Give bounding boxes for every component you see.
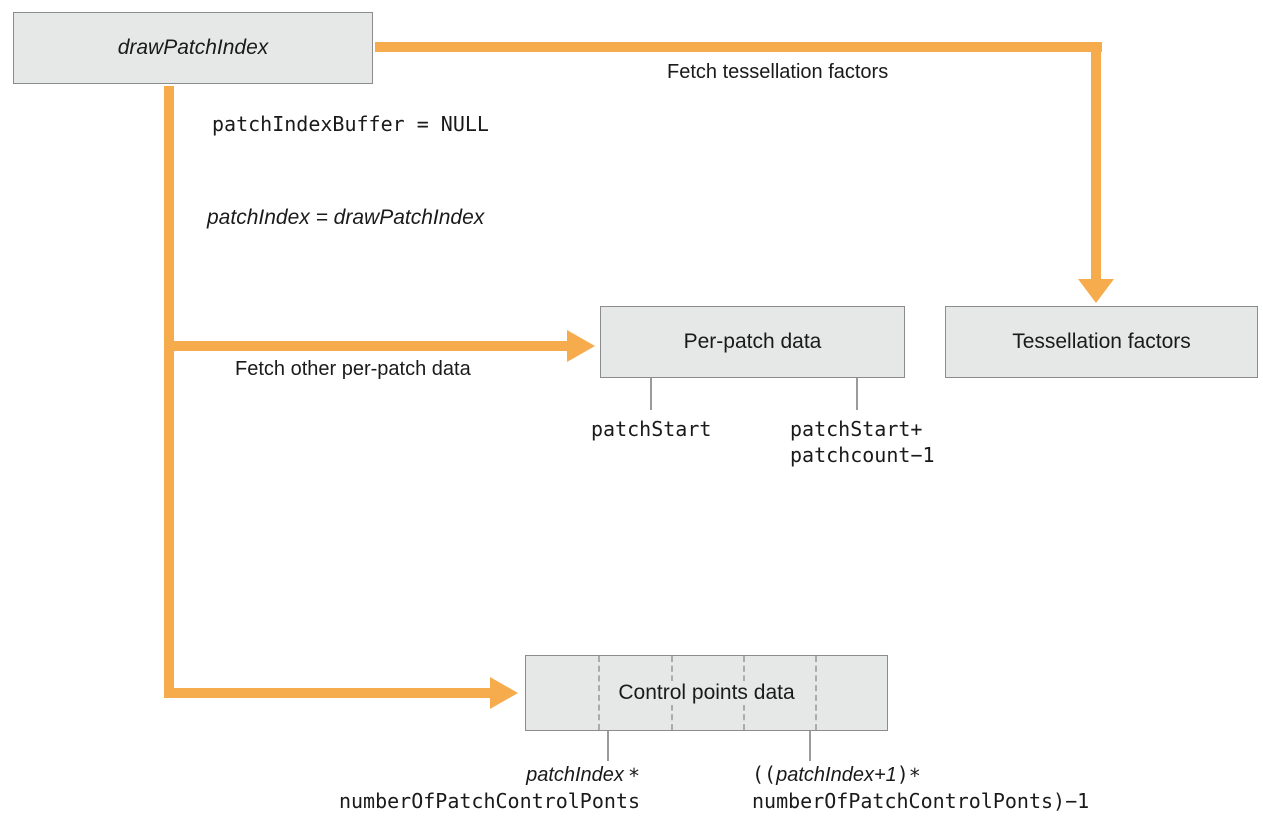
node-draw-patch-index: drawPatchIndex (13, 12, 373, 84)
cp-right-var: patchIndex+1 (776, 764, 897, 786)
connector-fetch-tessellation-horizontal (375, 42, 1102, 52)
annotation-cp-left-line1: patchIndex * (290, 761, 640, 788)
tick-patch-start (650, 378, 652, 410)
annotation-patch-start: patchStart (591, 417, 712, 441)
node-control-points-data: Control points data (525, 655, 888, 731)
tick-control-points-start (607, 731, 609, 761)
edge-label-fetch-per-patch: Fetch other per-patch data (235, 358, 471, 380)
annotation-control-points-end-index: ((patchIndex+1)* numberOfPatchControlPon… (752, 761, 1089, 814)
tick-patch-start-plus (856, 378, 858, 410)
node-per-patch-data: Per-patch data (600, 306, 905, 378)
edge-label-fetch-tessellation: Fetch tessellation factors (667, 61, 889, 83)
cp-right-open-paren: (( (752, 762, 777, 786)
annotation-control-points-start-index: patchIndex * numberOfPatchControlPonts (290, 761, 640, 814)
cp-left-star-operator: * (627, 764, 640, 789)
control-points-divider (815, 656, 817, 730)
annotation-patch-index-buffer: patchIndexBuffer = NULL (212, 112, 489, 136)
connector-control-points-horizontal (164, 688, 490, 698)
connector-fetch-per-patch-horizontal (164, 341, 567, 351)
node-draw-patch-index-label: drawPatchIndex (117, 36, 269, 59)
node-tessellation-factors: Tessellation factors (945, 306, 1258, 378)
cp-right-star-operator: * (908, 764, 921, 789)
node-control-points-data-label: Control points data (608, 681, 805, 705)
arrowhead-right-control-points-icon (490, 677, 518, 709)
annotation-cp-right-line2: numberOfPatchControlPonts)−1 (752, 789, 1090, 813)
annotation-patch-index-assign: patchIndex = drawPatchIndex (207, 206, 485, 229)
connector-fetch-tessellation-vertical (1091, 42, 1101, 280)
annotation-patch-start-plus: patchStart+ patchcount−1 (790, 416, 935, 468)
control-points-divider (598, 656, 600, 730)
annotation-cp-right-line1: ((patchIndex+1)* (752, 761, 1089, 788)
annotation-patch-start-plus-line2: patchcount−1 (790, 443, 935, 467)
tick-control-points-end (809, 731, 811, 761)
arrowhead-right-per-patch-icon (567, 330, 595, 362)
annotation-cp-left-line2: numberOfPatchControlPonts (338, 789, 640, 813)
node-per-patch-data-label: Per-patch data (683, 330, 822, 353)
node-tessellation-factors-label: Tessellation factors (1012, 330, 1191, 353)
cp-right-close-paren: ) (896, 762, 909, 786)
annotation-patch-start-plus-line1: patchStart+ (790, 417, 923, 441)
connector-left-trunk-vertical (164, 86, 174, 698)
cp-left-var: patchIndex (526, 764, 624, 786)
arrowhead-down-icon (1078, 279, 1114, 303)
